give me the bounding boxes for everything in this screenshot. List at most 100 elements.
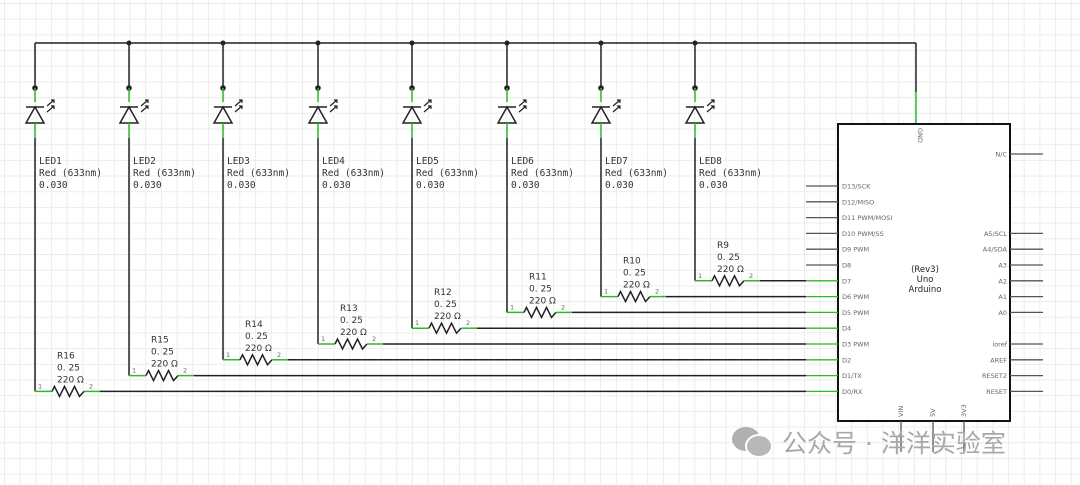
led-color: Red (633nm) <box>227 168 290 179</box>
pin-number: 1 <box>415 319 419 327</box>
led-icon <box>496 105 518 124</box>
resistor-value: 220 Ω <box>245 344 272 354</box>
resistor-icon <box>51 384 85 399</box>
arduino-pin-label: GND <box>916 128 924 143</box>
led-value: 0.030 <box>322 180 351 191</box>
arduino-pin-label: D13/SCK <box>842 183 871 191</box>
resistor-name: R9 <box>717 241 729 251</box>
resistor-name: R10 <box>623 257 641 267</box>
pin-number: 1 <box>510 303 514 311</box>
light-emission-icon <box>140 99 149 113</box>
junction-dot <box>126 40 132 46</box>
resistor-power: 0. 25 <box>717 253 740 263</box>
pin-number: 2 <box>277 351 281 359</box>
resistor-power: 0. 25 <box>151 348 174 358</box>
led-name: LED8 <box>699 156 722 167</box>
led-icon <box>118 105 140 124</box>
pin-number: 2 <box>183 367 187 375</box>
arduino-pin-label: D8 <box>842 262 851 270</box>
arduino-title: Uno <box>917 275 934 285</box>
resistor-icon <box>428 321 462 335</box>
arduino-pin-label: D10 PWM/SS <box>842 230 884 238</box>
resistor-value: 220 Ω <box>529 296 556 306</box>
led-color: Red (633nm) <box>416 168 479 179</box>
resistor-power: 0. 25 <box>245 332 268 342</box>
resistor-icon <box>617 289 651 304</box>
arduino-pin-label: AREF <box>990 356 1007 364</box>
resistor-power: 0. 25 <box>623 269 646 279</box>
arduino-pin-label: D0/RX <box>842 388 863 396</box>
led-value: 0.030 <box>605 180 634 191</box>
led-name: LED6 <box>511 156 534 167</box>
arduino-board <box>837 123 1011 422</box>
arduino-pin-label: VIN <box>897 406 905 417</box>
led-icon <box>401 105 423 124</box>
arduino-title: Arduino <box>909 285 942 295</box>
arduino-pin-label: D3 PWM <box>842 341 869 349</box>
arduino-pin-label: A5/SCL <box>984 230 1007 238</box>
watermark: 公众号 · 洋洋实验室 <box>730 424 1006 460</box>
junction-dot <box>315 40 321 46</box>
led-name: LED1 <box>39 156 62 167</box>
watermark-text: 公众号 · 洋洋实验室 <box>782 429 1006 458</box>
resistor-value: 220 Ω <box>151 360 178 370</box>
resistor-power: 0. 25 <box>434 300 457 310</box>
light-emission-icon <box>329 99 338 113</box>
arduino-pin-label: D5 PWM <box>842 309 869 317</box>
light-emission-icon <box>612 99 621 113</box>
light-emission-icon <box>46 99 55 113</box>
led-color: Red (633nm) <box>133 168 196 179</box>
pin-number: 1 <box>321 335 325 343</box>
led-value: 0.030 <box>416 180 445 191</box>
arduino-pin-label: D2 <box>842 356 851 364</box>
resistor-value: 220 Ω <box>434 312 461 322</box>
resistor-icon <box>523 305 557 320</box>
led-color: Red (633nm) <box>511 168 574 179</box>
junction-dot <box>220 40 226 46</box>
led-color: Red (633nm) <box>605 168 668 179</box>
arduino-pin-label: D6 PWM <box>842 293 869 301</box>
led-icon <box>684 105 706 124</box>
led-name: LED7 <box>605 156 628 167</box>
led-color: Red (633nm) <box>699 168 762 179</box>
led-value: 0.030 <box>133 180 162 191</box>
arduino-title: (Rev3) <box>911 265 939 275</box>
resistor-name: R14 <box>245 320 263 330</box>
resistor-value: 220 Ω <box>623 281 650 291</box>
arduino-pin-label: D9 PWM <box>842 246 869 254</box>
led-icon <box>24 105 46 124</box>
light-emission-icon <box>518 99 527 113</box>
pin-number: 1 <box>132 367 136 375</box>
pin-number: 2 <box>561 303 565 311</box>
wechat-icon <box>732 427 773 458</box>
arduino-pin-label: RESET2 <box>982 372 1007 380</box>
arduino-pin-label: D1/TX <box>842 372 862 380</box>
light-emission-icon <box>706 99 715 113</box>
arduino-pin-label: D12/MISO <box>842 198 874 206</box>
resistor-icon <box>145 368 179 383</box>
pin-number: 2 <box>89 382 93 390</box>
resistor-power: 0. 25 <box>57 363 80 373</box>
arduino-pin-label: A0 <box>998 309 1007 317</box>
arduino-pin-label: D11 PWM/MOSI <box>842 214 892 222</box>
pin-number: 2 <box>372 335 376 343</box>
resistor-icon <box>711 274 745 288</box>
arduino-pin-label: 5V <box>929 408 937 417</box>
arduino-pin-label: A3 <box>998 262 1007 270</box>
pin-number: 2 <box>466 319 470 327</box>
led-name: LED2 <box>133 156 156 167</box>
led-icon <box>590 105 612 124</box>
resistor-power: 0. 25 <box>340 316 363 326</box>
arduino-pin-label: RESET <box>986 388 1007 396</box>
led-name: LED5 <box>416 156 439 167</box>
led-color: Red (633nm) <box>39 168 102 179</box>
led-icon <box>212 105 234 124</box>
resistor-value: 220 Ω <box>340 328 367 338</box>
pin-number: 1 <box>226 351 230 359</box>
pin-number: 2 <box>749 272 753 280</box>
light-emission-icon <box>234 99 243 113</box>
led-value: 0.030 <box>39 180 68 191</box>
arduino-pin-label: A2 <box>998 277 1007 285</box>
